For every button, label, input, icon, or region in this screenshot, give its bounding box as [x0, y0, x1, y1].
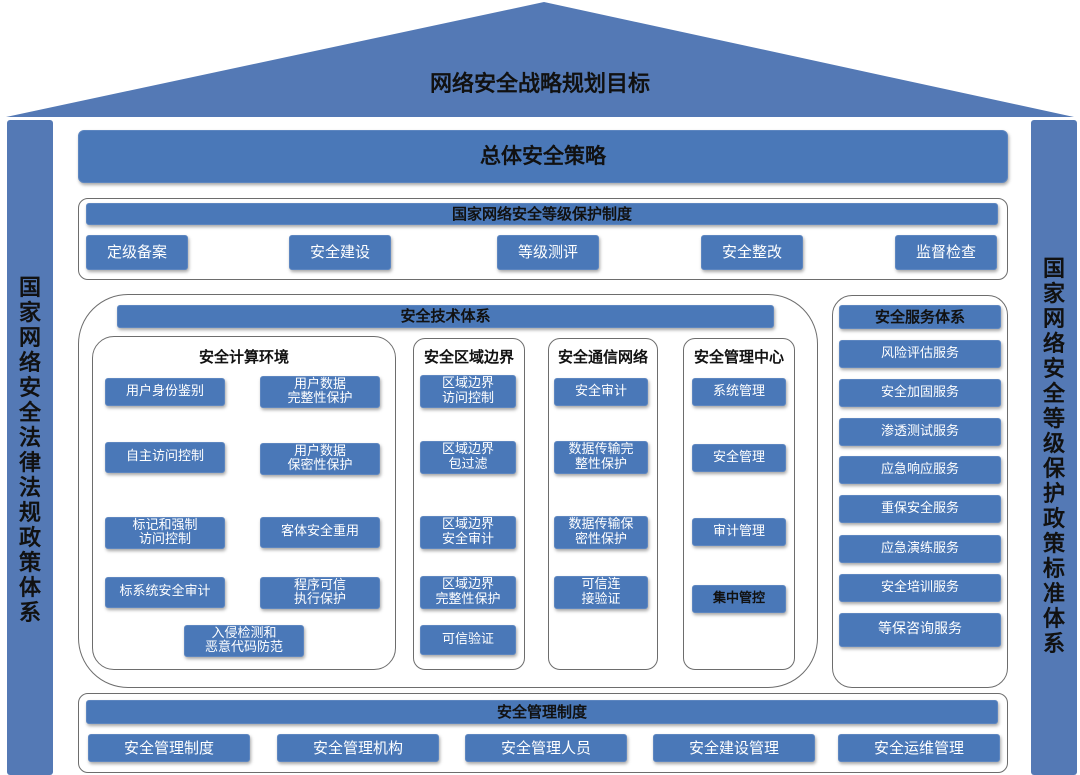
network-item: 可信连接验证: [554, 576, 648, 609]
mgmt-center-item: 安全管理: [692, 444, 786, 472]
computing-item: 入侵检测和恶意代码防范: [184, 625, 304, 657]
boundary-item: 可信验证: [420, 625, 516, 655]
boundary-title: 安全区域边界: [423, 348, 514, 366]
service-item: 应急演练服务: [839, 535, 1001, 563]
mgmt-system-item: 安全管理人员: [465, 734, 627, 762]
left-pillar: [7, 120, 53, 775]
network-item: 数据传输保密性保护: [554, 516, 648, 549]
grade-item: 等级测评: [497, 235, 599, 270]
network-item: 安全审计: [554, 378, 648, 406]
computing-title: 安全计算环境: [198, 348, 289, 366]
service-item: 风险评估服务: [839, 340, 1001, 368]
computing-item: 用户身份鉴别: [105, 378, 225, 406]
computing-item: 标记和强制访问控制: [105, 517, 225, 549]
right-pillar: [1031, 120, 1077, 775]
right-pillar-label: 国家网络安全等级保护政策标准体系: [1042, 257, 1065, 657]
computing-item: 程序可信执行保护: [260, 577, 380, 609]
service-item: 安全培训服务: [839, 574, 1001, 602]
boundary-item: 区域边界完整性保护: [420, 576, 516, 609]
mgmt-system-item: 安全管理机构: [277, 734, 439, 762]
service-system-title: 安全服务体系: [839, 305, 1001, 329]
roof: [6, 2, 1074, 117]
left-pillar-label: 国家网络安全法律法规政策体系: [18, 276, 41, 626]
overall-strategy-bar: 总体安全策略: [78, 130, 1008, 183]
tech-system-title: 安全技术体系: [117, 305, 774, 328]
boundary-item: 区域边界包过滤: [420, 441, 516, 474]
computing-item: 客体安全重用: [260, 517, 380, 548]
mgmt-system-title: 安全管理制度: [86, 700, 998, 724]
grade-item: 监督检查: [895, 235, 997, 270]
grade-item: 安全建设: [289, 235, 391, 270]
network-title: 安全通信网络: [557, 348, 648, 366]
boundary-item: 区域边界访问控制: [420, 375, 516, 408]
mgmt-center-item: 系统管理: [692, 378, 786, 406]
grade-protection-title: 国家网络安全等级保护制度: [86, 203, 998, 225]
grade-item: 安全整改: [701, 235, 803, 270]
computing-item: 自主访问控制: [105, 442, 225, 473]
mgmt-center-item: 审计管理: [692, 518, 786, 546]
network-item: 数据传输完整性保护: [554, 441, 648, 474]
mgmt-center-title: 安全管理中心: [693, 348, 784, 366]
mgmt-system-item: 安全建设管理: [653, 734, 815, 762]
roof-title: 网络安全战略规划目标: [429, 72, 650, 97]
service-item: 应急响应服务: [839, 456, 1001, 484]
mgmt-system-item: 安全管理制度: [88, 734, 250, 762]
mgmt-center-item: 集中管控: [692, 585, 786, 613]
service-item: 安全加固服务: [839, 379, 1001, 407]
grade-item: 定级备案: [86, 235, 188, 270]
mgmt-system-item: 安全运维管理: [838, 734, 1000, 762]
computing-item: 用户数据保密性保护: [260, 443, 380, 475]
computing-item: 用户数据完整性保护: [260, 376, 380, 408]
service-item: 渗透测试服务: [839, 418, 1001, 446]
service-item: 等保咨询服务: [839, 613, 1001, 647]
service-item: 重保安全服务: [839, 495, 1001, 523]
computing-item: 标系统安全审计: [105, 577, 225, 608]
boundary-item: 区域边界安全审计: [420, 516, 516, 549]
